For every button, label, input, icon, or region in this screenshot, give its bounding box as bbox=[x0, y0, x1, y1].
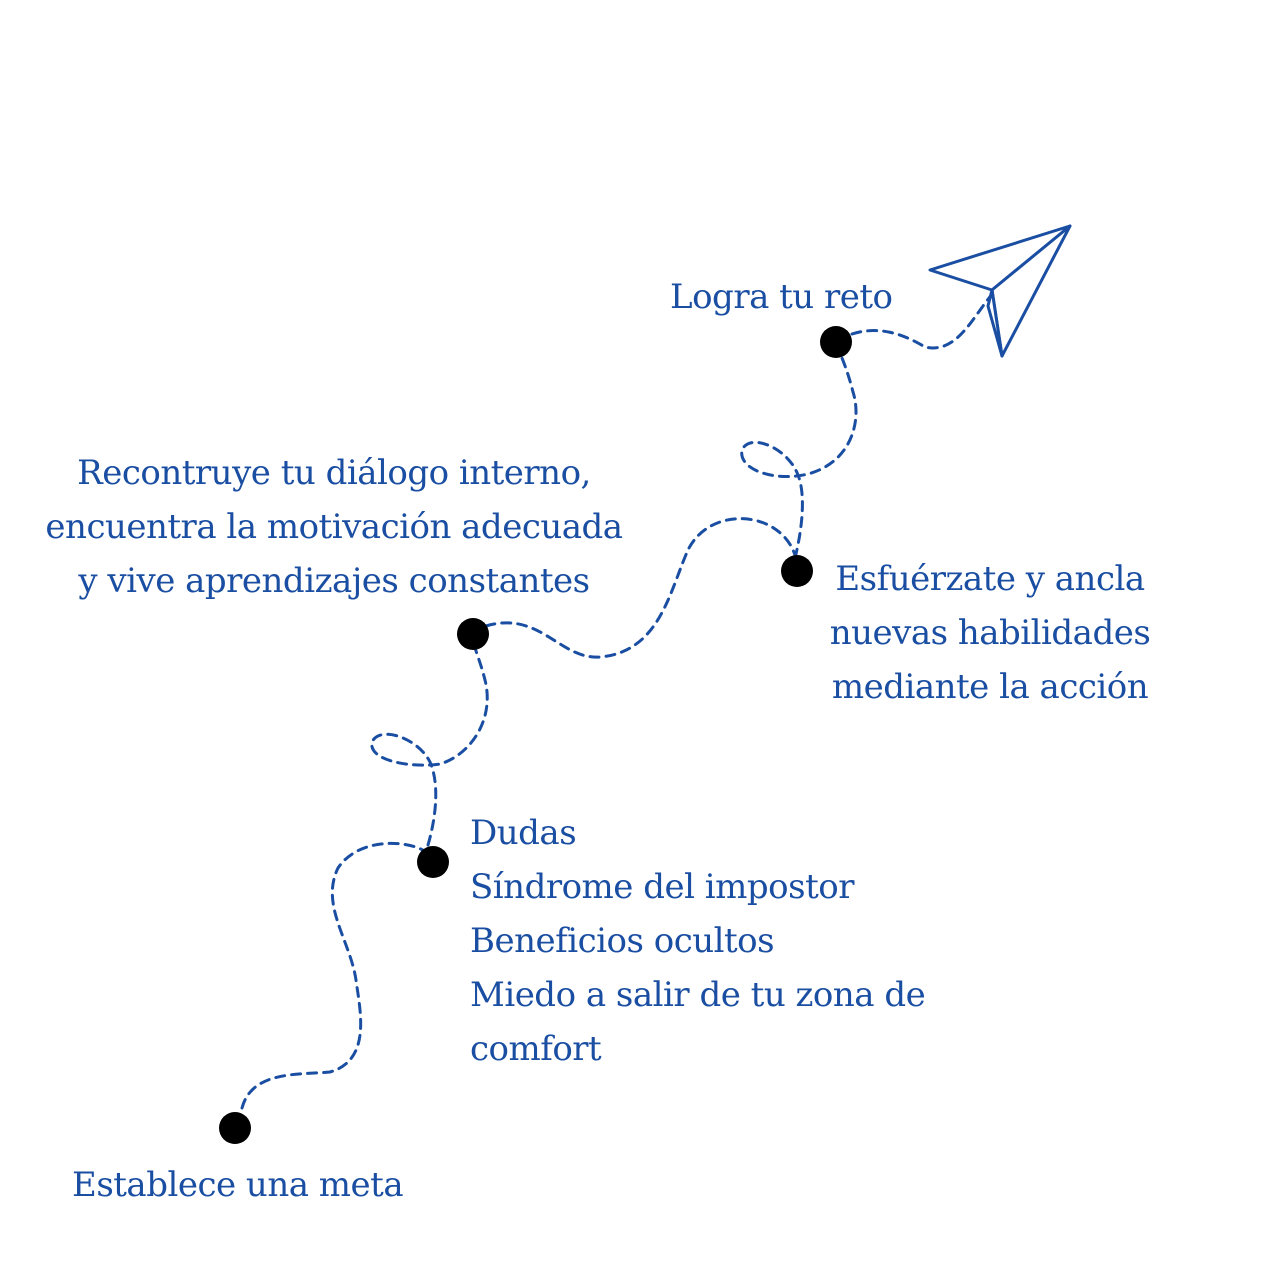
step-label-line: nuevas habilidades bbox=[829, 613, 1151, 653]
step-label-logra: Logra tu reto bbox=[670, 270, 893, 324]
step-label-line: Síndrome del impostor bbox=[470, 867, 854, 907]
paper-plane-icon bbox=[928, 224, 1072, 358]
step-label-line: Beneficios ocultos bbox=[470, 921, 775, 961]
journey-path-segment-2 bbox=[370, 634, 489, 847]
milestone-dot-esfuerzate bbox=[781, 555, 813, 587]
step-label-esfuerzate: Esfuérzate y ancla nuevas habilidades me… bbox=[818, 552, 1162, 714]
journey-path-segment-1 bbox=[240, 841, 432, 1110]
step-label-line: Miedo a salir de tu zona de bbox=[470, 975, 926, 1015]
step-label-obstacles: Dudas Síndrome del impostor Beneficios o… bbox=[470, 806, 926, 1076]
step-label-line: Dudas bbox=[470, 813, 577, 853]
step-label-line: encuentra la motivación adecuada bbox=[45, 507, 623, 547]
step-label-line: Recontruye tu diálogo interno, bbox=[77, 453, 591, 493]
step-label-line: Establece una meta bbox=[72, 1165, 404, 1205]
step-label-line: comfort bbox=[470, 1029, 602, 1069]
step-label-line: y vive aprendizajes constantes bbox=[78, 561, 590, 601]
journey-path-segment-3 bbox=[484, 517, 797, 659]
journey-path-segment-5 bbox=[850, 286, 1000, 350]
step-label-line: Logra tu reto bbox=[670, 277, 893, 317]
milestone-dot-obstacles bbox=[417, 846, 449, 878]
step-label-line: mediante la acción bbox=[831, 667, 1149, 707]
step-label-meta: Establece una meta bbox=[72, 1158, 404, 1212]
milestone-dot-meta bbox=[219, 1112, 251, 1144]
step-label-recontruye: Recontruye tu diálogo interno, encuentra… bbox=[28, 446, 640, 608]
milestone-dot-recontruye bbox=[457, 618, 489, 650]
milestone-dot-logra bbox=[820, 326, 852, 358]
journey-path-segment-4 bbox=[740, 346, 858, 560]
step-label-line: Esfuérzate y ancla bbox=[835, 559, 1145, 599]
